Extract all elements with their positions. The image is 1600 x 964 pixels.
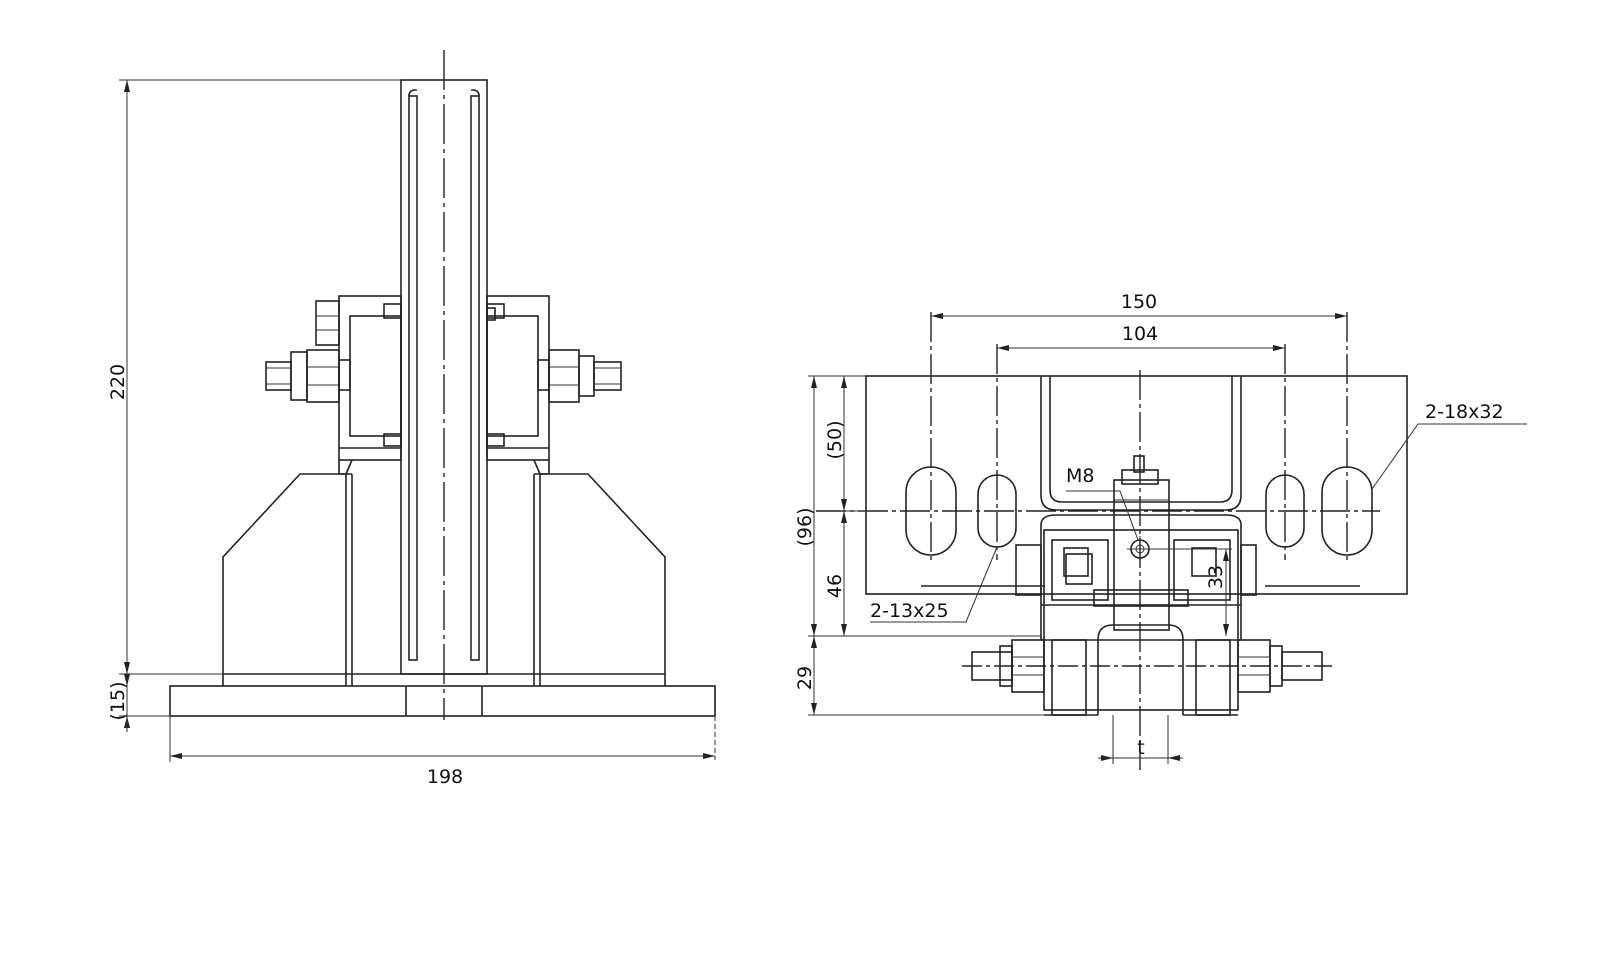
dim-base-15: (15) [107,674,170,732]
mounting-plate [865,375,1408,595]
dim-46-label: 46 [824,574,846,598]
t-label: t [1137,737,1144,759]
adjust-bolt-left [265,349,340,403]
shoe-housing [222,473,347,686]
large-slots-label: 2-18x32 [1425,401,1504,423]
callout-small-slots: 2-13x25 [870,546,998,623]
dim-slot-span-150: 150 [931,291,1347,319]
dim-150-label: 150 [1121,291,1157,313]
u-bracket [1040,376,1242,511]
dim-15-label: (15) [107,681,129,720]
adjust-bolt-right [548,349,622,403]
side-bolt-left [1015,544,1093,596]
base-plate [169,685,716,717]
callout-large-slots: 2-18x32 [1371,401,1527,490]
dim-slot-span-104: 104 [997,323,1285,351]
dim-width-198: 198 [169,716,715,788]
callout-m8: M8 [1066,465,1139,541]
dim-96-label: (96) [794,507,816,546]
dim-33-label: 33 [1205,565,1227,589]
dim-29-label: 29 [794,666,816,690]
dim-rail-t: t [1098,715,1183,764]
guide-shoe-body [1043,529,1239,711]
front-view: 220 (15) 198 [107,50,716,788]
vertical-bolt [1113,479,1170,631]
horizontal-bolt [962,639,1332,693]
m8-label: M8 [1066,465,1094,487]
dim-height-220: 220 [107,79,401,716]
dim-50-label: (50) [824,420,846,459]
dim-220-label: 220 [107,364,129,400]
hex-nut-icon [315,300,340,346]
dim-bolt-33: 33 [1150,548,1232,636]
dim-104-label: 104 [1122,323,1158,345]
dim-198-label: 198 [427,766,463,788]
side-view: 150 104 2-18x32 M8 2-13x25 [794,291,1527,770]
dim-vertical-group: (96) (50) 46 29 [794,375,1044,716]
small-slots-label: 2-13x25 [870,600,949,622]
